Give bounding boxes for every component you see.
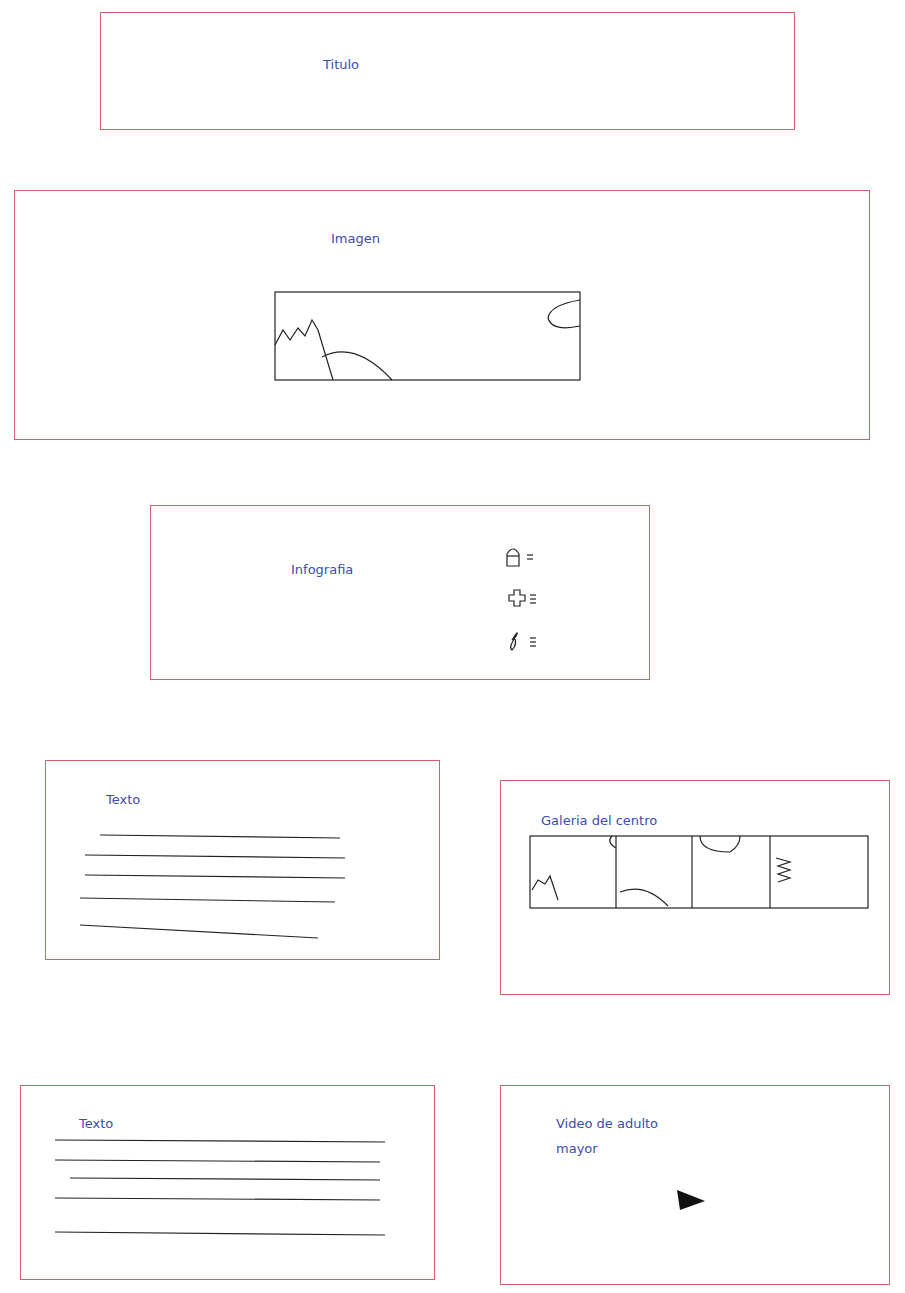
gallery-strip	[530, 836, 868, 908]
play-icon	[677, 1190, 705, 1210]
box-label: Texto	[79, 1112, 113, 1137]
box-label: Texto	[106, 788, 140, 813]
box-label: Titulo	[323, 53, 359, 78]
box-label: Infografia	[291, 558, 353, 583]
text-lines	[55, 1140, 385, 1235]
wireframe-box: Galeria del centro	[500, 780, 890, 995]
wireframe-box: Video de adulto mayor	[500, 1085, 890, 1285]
infographic-icons	[507, 549, 536, 650]
wireframe-box: Texto	[20, 1085, 435, 1280]
text-lines	[80, 835, 345, 938]
box-label: Galeria del centro	[541, 809, 657, 834]
wireframe-box: Infografia	[150, 505, 650, 680]
wireframe-box: Imagen	[14, 190, 870, 440]
wireframe-box: Titulo	[100, 12, 795, 130]
box-label: Video de adulto mayor	[556, 1112, 666, 1161]
wireframe-box: Texto	[45, 760, 440, 960]
image-placeholder	[275, 292, 580, 380]
box-label: Imagen	[331, 227, 380, 252]
